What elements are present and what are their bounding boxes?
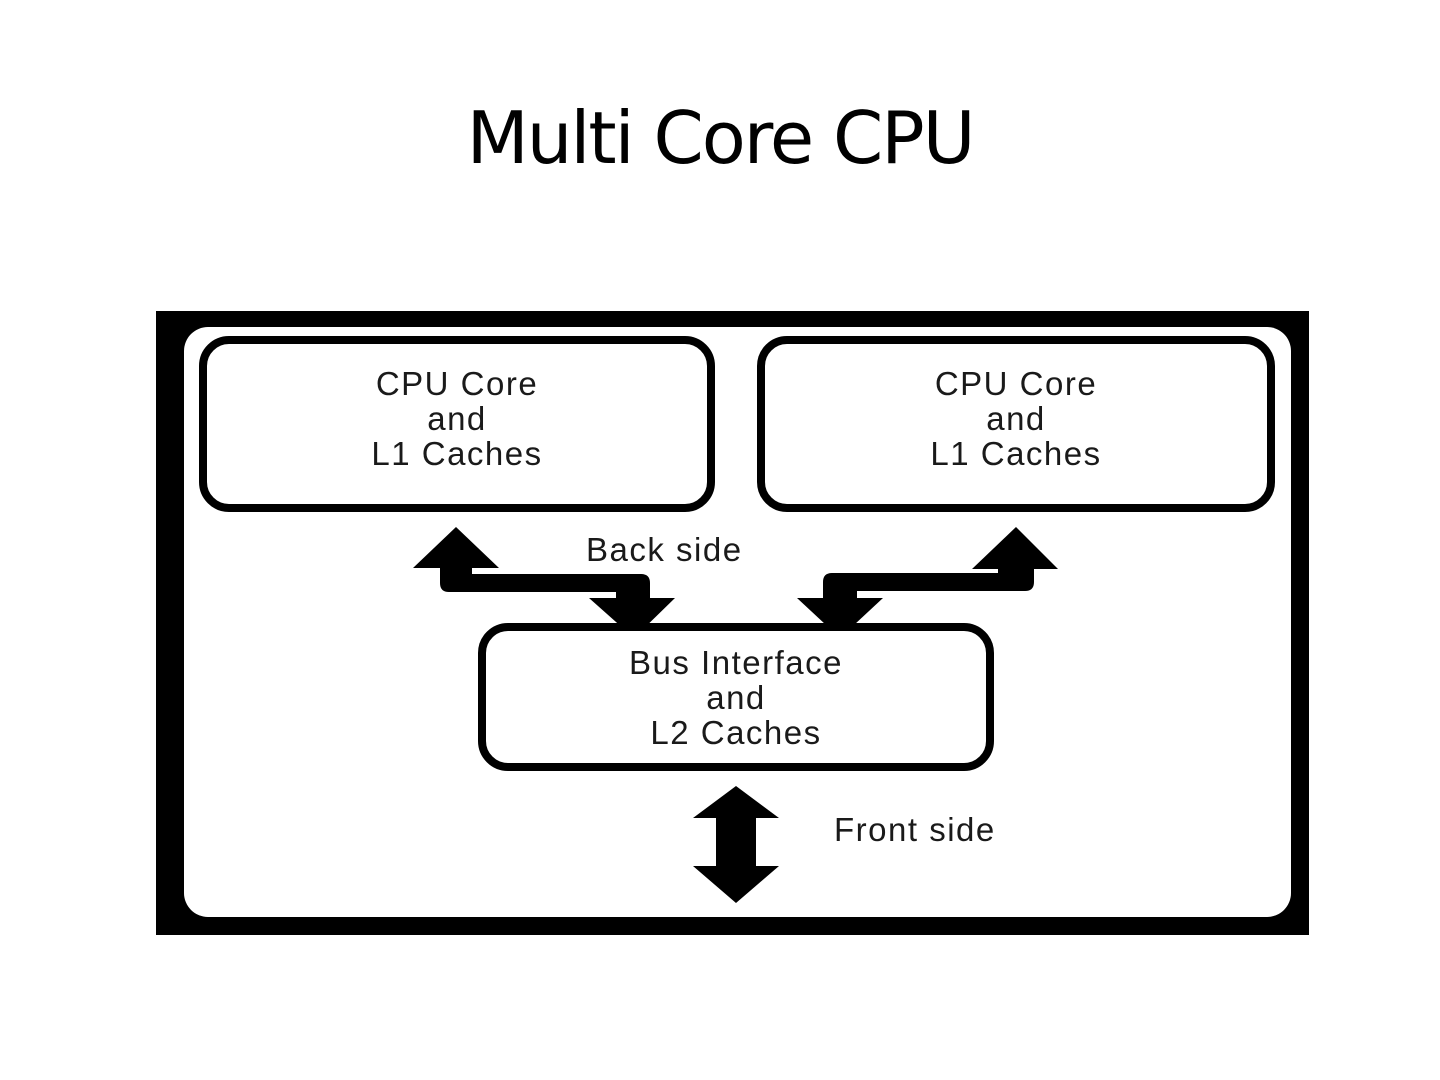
front-side-label: Front side <box>834 811 996 848</box>
slide-title: Multi Core CPU <box>466 96 976 180</box>
back-side-label: Back side <box>586 531 743 568</box>
bus-interface-line-1: Bus Interface <box>629 644 843 681</box>
right-core-to-bus-arrow <box>797 527 1058 638</box>
bus-interface-line-2: and <box>706 679 766 716</box>
cpu-core-right-line-1: CPU Core <box>934 365 1098 402</box>
bus-interface-line-3: L2 Caches <box>650 714 822 751</box>
left-core-to-bus-arrow <box>413 527 675 638</box>
cpu-core-left-box: CPU Core and L1 Caches <box>199 336 715 512</box>
cpu-core-left-line-1: CPU Core <box>375 365 539 402</box>
cpu-core-right-line-3: L1 Caches <box>930 435 1102 472</box>
bus-interface-box: Bus Interface and L2 Caches <box>478 623 994 771</box>
cpu-core-left-line-2: and <box>427 400 487 437</box>
diagram-frame: CPU Core and L1 Caches CPU Core and L1 C… <box>156 311 1309 935</box>
cpu-core-right-box: CPU Core and L1 Caches <box>757 336 1275 512</box>
cpu-core-right-line-2: and <box>986 400 1046 437</box>
front-side-arrow <box>693 786 779 903</box>
connector-arrows <box>413 527 1058 903</box>
cpu-core-left-line-3: L1 Caches <box>371 435 543 472</box>
